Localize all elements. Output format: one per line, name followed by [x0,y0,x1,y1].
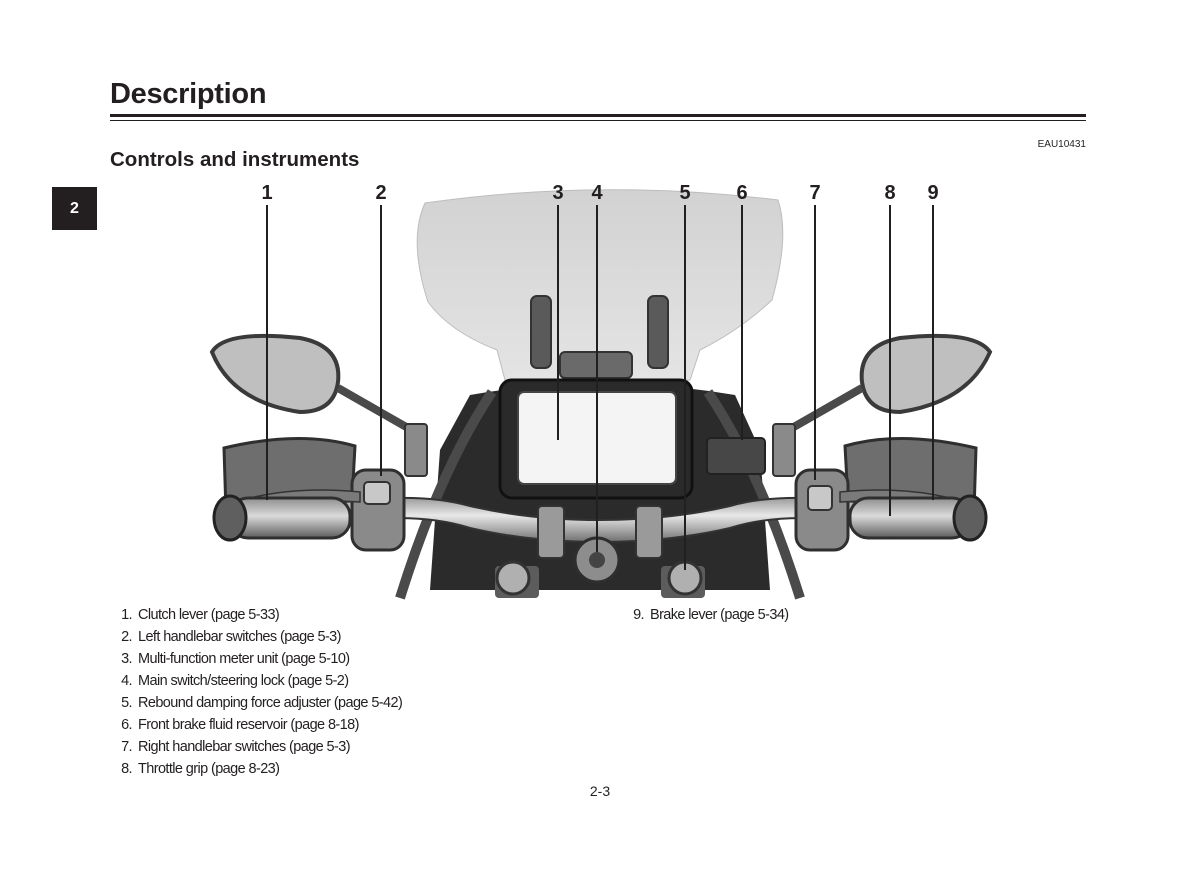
mirror-left [209,333,341,415]
legend-item: 4.Main switch/steering lock (page 5-2) [121,673,349,689]
legend-item: 1.Clutch lever (page 5-33) [121,607,280,623]
damping-adjuster-left [495,560,531,596]
callout-6: 6 [736,182,747,204]
mirror-stem-left [336,384,417,436]
throttle-grip [848,496,972,540]
legend-item: 7.Right handlebar switches (page 5-3) [121,739,350,755]
callout-2: 2 [375,182,386,204]
header-rule [110,114,1086,117]
left-bar-end [212,494,248,542]
parts-legend: 1.Clutch lever (page 5-33) 2.Left handle… [110,604,403,780]
mirror-stem-right [783,384,864,436]
legend-item: 2.Left handlebar switches (page 5-3) [121,629,341,645]
legend-item: 9.Brake lever (page 5-34) [633,607,789,623]
brake-reservoir [706,437,766,475]
left-grip [228,496,352,540]
chapter-tab: 2 [52,187,97,230]
right-bar-end [952,494,988,542]
fairing-edge-right [703,389,805,600]
screen-bracket-left [530,295,552,369]
mirror-mount-left [404,423,428,477]
right-switch-button [807,485,833,511]
mirror-right [859,333,993,415]
section-title: Controls and instruments [110,148,360,171]
callout-4: 4 [591,182,603,204]
callout-8: 8 [884,182,895,204]
legend-item: 6.Front brake fluid reservoir (page 8-18… [121,717,359,733]
legend-item: 3.Multi-function meter unit (page 5-10) [121,651,350,667]
main-switch-key-slot [589,552,605,568]
callout-3: 3 [552,182,563,204]
legend-item: 8.Throttle grip (page 8-23) [121,761,280,777]
callout-7: 7 [809,182,820,204]
callout-1: 1 [261,182,272,204]
fairing-edge-left [395,389,497,600]
page-title: Description [110,78,267,110]
callout-9: 9 [927,182,938,204]
left-switch-button [363,481,391,505]
legend-item: 5.Rebound damping force adjuster (page 5… [121,695,403,711]
callout-5: 5 [679,182,690,204]
mirror-mount-right [772,423,796,477]
screen-bracket-right [647,295,669,369]
header-rule-thin [110,120,1086,121]
windscreen [416,189,784,381]
bar-clamp-left [537,505,565,559]
document-code: EAU10431 [1037,139,1086,150]
bar-clamp-right [635,505,663,559]
page-number: 2-3 [589,783,611,799]
parts-legend-continued: 9.Brake lever (page 5-34) [622,604,789,626]
